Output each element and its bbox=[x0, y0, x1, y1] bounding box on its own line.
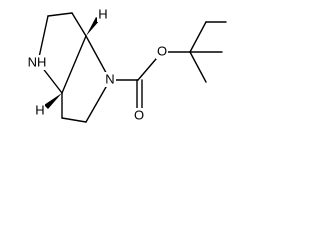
bond-nh-c-top bbox=[47, 12, 73, 17]
n-label-bg bbox=[104, 72, 116, 87]
nh-atom-label: NH bbox=[28, 54, 47, 69]
n-atom-label: N bbox=[105, 71, 114, 86]
bond-c3a-c6a bbox=[61, 35, 87, 94]
o-carbonyl-label-bg bbox=[133, 108, 145, 123]
bond-c-bottom-c bbox=[61, 117, 87, 123]
o-carbonyl-atom-label: O bbox=[134, 107, 144, 122]
o-ester-atom-label: O bbox=[157, 43, 167, 58]
o-ester-label-bg bbox=[156, 44, 168, 59]
h-bottom-label-bg bbox=[34, 104, 45, 118]
bond-tbu-c-me-top bbox=[189, 21, 207, 53]
bond-tbu-c-me-bottom bbox=[189, 51, 207, 83]
nh-label-bg bbox=[26, 55, 50, 70]
h-bottom-atom-label: H bbox=[35, 102, 44, 117]
h-top-label-bg bbox=[97, 8, 108, 22]
bond-c-top-c3a bbox=[71, 12, 87, 37]
h-top-atom-label: H bbox=[98, 6, 107, 21]
wedge-h-top bbox=[86, 17, 100, 36]
wedge-h-bottom bbox=[44, 93, 62, 109]
structure-diagram: NH N O O H H bbox=[26, 6, 227, 123]
bond-nh-c6a-side bbox=[37, 15, 49, 63]
